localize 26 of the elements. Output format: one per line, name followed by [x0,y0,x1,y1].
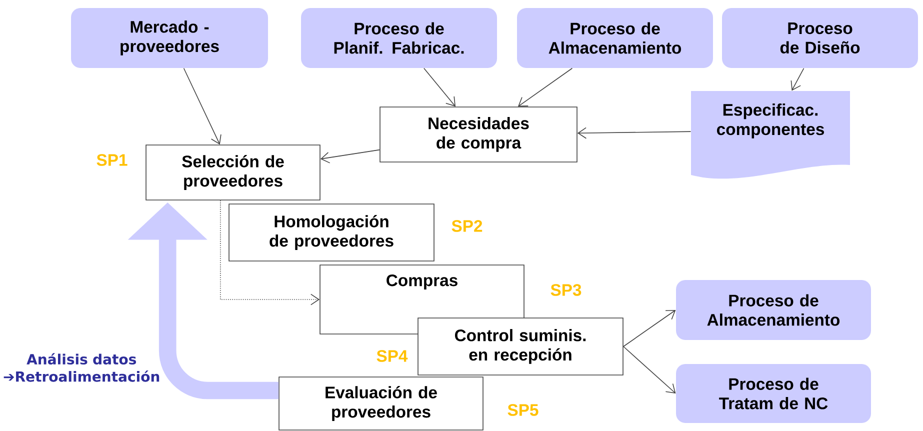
process-box: Proceso de Almacenamiento [676,280,871,340]
process-box: Proceso de Almacenamiento [517,8,713,68]
process-box: Proceso de Planif. Fabricac. [301,8,497,68]
step-label: SP4 [376,350,408,362]
arrow [424,68,456,107]
arrow [790,68,804,91]
arrow [183,68,222,145]
edge-label: Análisis datos ➔Retroalimentación [4,353,160,382]
process-box: Necesidades de compra [380,106,578,162]
step-label: SP2 [452,220,482,232]
process-box: Proceso de Tratam de NC [676,364,871,423]
arrow [320,149,380,164]
arrow [623,346,676,394]
arrow [623,310,676,347]
process-box: Control suminis. en recepción [418,318,624,376]
step-label: SP3 [550,284,582,296]
step-label: SP1 [96,154,128,166]
process-box: Homologación de proveedores [228,204,434,262]
arrow [577,127,692,139]
arrow [220,200,320,306]
arrow [518,68,573,107]
process-box: Evaluación de proveedores [278,376,484,430]
process-box: Selección de proveedores [146,144,320,200]
process-box: Proceso de Diseño [722,8,918,68]
step-label: SP5 [508,404,538,416]
process-box: Mercado - proveedores [71,8,268,68]
